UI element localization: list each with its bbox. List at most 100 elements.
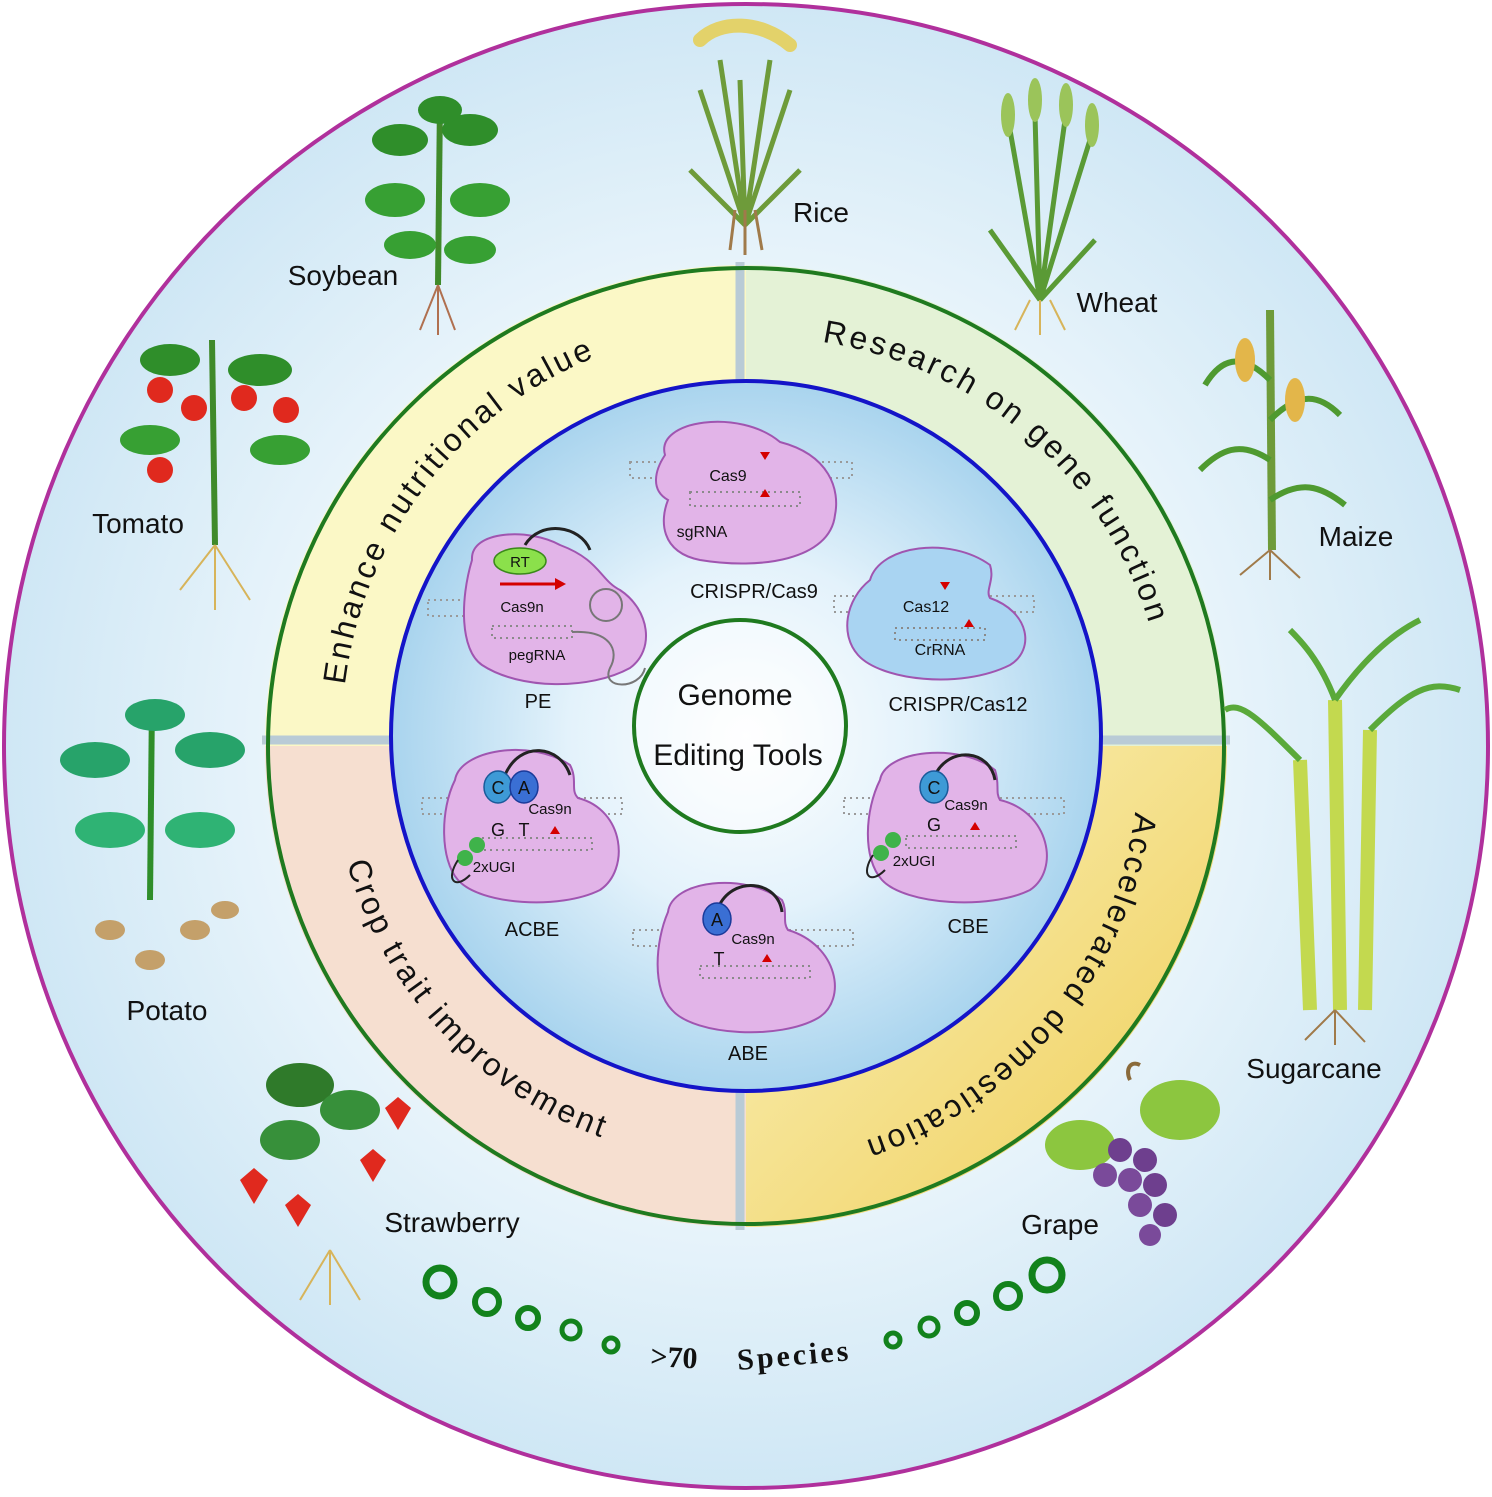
pe-enzyme-label: RT: [510, 554, 530, 571]
crop-grape: Grape: [1021, 1061, 1220, 1246]
center-title-line1: Genome: [677, 679, 792, 712]
ugi-domain: [873, 845, 889, 861]
cbe-linker: [933, 753, 997, 781]
dot-icon: [422, 1264, 458, 1300]
acbe-base-g: G: [491, 820, 505, 840]
dot-icon: [515, 1305, 541, 1331]
maize-plant-icon: [1197, 309, 1347, 580]
crop-maize: Maize: [1197, 309, 1394, 580]
dot-icon: [601, 1335, 621, 1355]
strawberry-plant-icon: [240, 1063, 411, 1305]
cut-site-marker: [940, 582, 950, 590]
acbe-protein-label: Cas9n: [528, 801, 571, 818]
cas12-rna-label: CrRNA: [915, 642, 966, 659]
pe-protein-label: Cas9n: [500, 599, 543, 616]
acbe-base-c: C: [492, 778, 505, 798]
dot-icon: [472, 1287, 502, 1317]
ugi-domain: [457, 850, 473, 866]
cut-site-marker: [760, 489, 770, 497]
crop-label-maize: Maize: [1319, 521, 1394, 552]
dot-icon: [954, 1300, 980, 1326]
species-count: >70: [650, 1340, 699, 1375]
sugarcane-plant-icon: [1223, 617, 1461, 1045]
crop-strawberry: Strawberry: [240, 1063, 520, 1305]
tool-acbe: C A Cas9n G T 2xUGI ACBE: [421, 748, 623, 941]
cbe-tool-label: CBE: [947, 916, 988, 938]
wheat-plant-icon: [987, 78, 1099, 335]
cbe-protein-label: Cas9n: [944, 797, 987, 814]
ugi-domain: [885, 832, 901, 848]
tool-cas9: Cas9 sgRNA CRISPR/Cas9: [629, 420, 853, 603]
crop-label-sugarcane: Sugarcane: [1246, 1053, 1381, 1084]
cas12-protein-label: Cas12: [903, 599, 949, 616]
pe-linker: [523, 527, 592, 551]
dot-icon: [917, 1315, 941, 1339]
cas9-tool-label: CRISPR/Cas9: [690, 581, 818, 603]
center-circle: [632, 618, 848, 834]
middle-ring: [266, 266, 1226, 1226]
tool-cas12: Cas12 CrRNA CRISPR/Cas12: [833, 546, 1035, 716]
nick-marker: [762, 954, 772, 962]
cas9-rna-label: sgRNA: [677, 524, 728, 541]
crop-label-tomato: Tomato: [92, 508, 184, 539]
acbe-base-a: A: [518, 778, 530, 798]
crop-label-grape: Grape: [1021, 1209, 1099, 1240]
crop-label-potato: Potato: [127, 995, 208, 1026]
pe-tool-label: PE: [525, 691, 552, 713]
acbe-linker: [503, 749, 572, 776]
abe-base-t: T: [714, 949, 725, 969]
cas12-protein: [846, 546, 1027, 681]
dot-icon: [993, 1281, 1023, 1311]
cut-site-marker: [964, 619, 974, 627]
pegrna-loop: [571, 630, 646, 686]
sgrna-strand: [481, 837, 593, 851]
ugi-linker: [866, 854, 886, 879]
crop-rice: Rice: [688, 18, 849, 255]
crop-sugarcane: Sugarcane: [1223, 617, 1461, 1084]
deaminase-a: [509, 770, 539, 804]
cbe-ugi-label: 2xUGI: [893, 853, 936, 870]
acbe-tool-label: ACBE: [505, 919, 559, 941]
pegrna-loop: [589, 588, 623, 622]
deaminase-c: [919, 770, 949, 804]
tool-abe: A Cas9n T ABE: [632, 881, 854, 1065]
cut-site-marker: [760, 452, 770, 460]
acbe-ugi-label: 2xUGI: [473, 859, 516, 876]
acbe-base-t: T: [519, 820, 530, 840]
crop-label-strawberry: Strawberry: [384, 1207, 519, 1238]
crop-tomato: Tomato: [92, 339, 310, 610]
abe-tool-label: ABE: [728, 1043, 768, 1065]
cbe-base-c: C: [928, 778, 941, 798]
crop-label-soybean: Soybean: [288, 260, 399, 291]
dot-icon: [1028, 1256, 1066, 1294]
ugi-domain: [469, 837, 485, 853]
crop-label-rice: Rice: [793, 197, 849, 228]
crop-soybean: Soybean: [288, 96, 510, 335]
crop-wheat: Wheat: [987, 78, 1158, 335]
deaminase-a: [702, 902, 732, 936]
nick-marker: [550, 826, 560, 834]
rt-enzyme: [493, 547, 547, 575]
cbe-base-g: G: [927, 815, 941, 835]
sgrna-strand: [699, 965, 811, 979]
cas9-protein-label: Cas9: [709, 468, 746, 485]
cas12-tool-label: CRISPR/Cas12: [889, 694, 1028, 716]
dot-icon: [883, 1330, 903, 1350]
center-node: Genome Editing Tools: [632, 618, 848, 834]
crop-potato: Potato: [60, 699, 245, 1026]
tool-pe: RT Cas9n pegRNA PE: [427, 527, 647, 713]
edit-arrow: [555, 578, 566, 590]
center-title-line2: Editing Tools: [653, 739, 823, 772]
tomato-plant-icon: [120, 339, 310, 610]
crrna-strand: [894, 627, 986, 641]
sgrna-strand: [905, 835, 1017, 849]
nick-marker: [970, 822, 980, 830]
rice-plant-icon: [688, 18, 802, 255]
pe-rna-label: pegRNA: [509, 647, 566, 664]
cas9-protein: [655, 420, 838, 565]
abe-base-a: A: [711, 910, 723, 930]
ugi-linker: [451, 859, 471, 884]
abe-linker: [716, 884, 784, 913]
